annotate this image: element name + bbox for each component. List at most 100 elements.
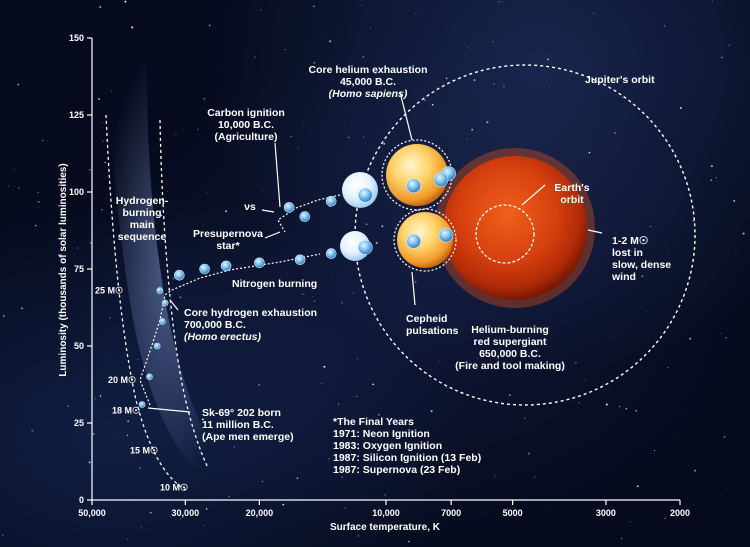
annotation-line: lost in — [612, 247, 643, 259]
background-star — [547, 58, 549, 61]
background-star — [660, 332, 662, 333]
background-star — [336, 472, 338, 474]
background-star — [575, 362, 577, 364]
background-star — [47, 194, 49, 195]
background-star — [208, 24, 211, 27]
background-star — [733, 200, 736, 202]
background-star — [247, 14, 249, 16]
background-star — [610, 335, 612, 337]
background-star — [445, 77, 448, 80]
background-star — [296, 477, 299, 480]
data-points — [138, 166, 456, 408]
background-star — [175, 134, 177, 136]
background-star — [201, 418, 204, 421]
evolution-track-dotted — [139, 253, 321, 406]
background-star — [260, 9, 262, 11]
annotation-line: (Ape men emerge) — [202, 431, 294, 443]
annotation-jupiter: Jupiter's orbit — [585, 74, 655, 86]
background-star — [430, 410, 433, 413]
background-star — [528, 7, 529, 9]
background-star — [467, 46, 469, 48]
background-star — [169, 516, 172, 518]
background-star — [636, 485, 639, 488]
background-star — [178, 482, 180, 485]
background-star — [2, 315, 5, 317]
background-star — [352, 292, 355, 294]
background-star — [635, 410, 638, 412]
background-star — [0, 265, 1, 268]
background-star — [99, 6, 102, 8]
annotation-line: 11 million B.C. — [202, 419, 274, 431]
background-star — [342, 528, 345, 530]
background-star — [625, 407, 628, 410]
x-tick-label: 5000 — [503, 508, 523, 518]
background-star — [92, 432, 95, 435]
background-star — [347, 136, 350, 139]
data-point — [254, 257, 265, 269]
background-star — [593, 12, 595, 15]
background-star — [357, 534, 360, 537]
x-tick-label: 30,000 — [172, 508, 200, 518]
background-star — [725, 488, 727, 490]
background-star — [742, 232, 745, 235]
background-star — [169, 308, 171, 311]
background-star — [9, 133, 11, 135]
background-star — [313, 5, 315, 8]
background-star — [245, 278, 247, 280]
mass-marker-label: 15 M☉ — [130, 446, 158, 456]
background-star — [620, 537, 623, 540]
background-star — [179, 296, 182, 299]
background-star — [729, 155, 730, 157]
background-star — [254, 56, 256, 59]
background-star — [431, 103, 434, 106]
background-star — [67, 405, 70, 408]
annotation-line: 45,000 B.C. — [340, 76, 396, 88]
background-star — [312, 295, 314, 297]
background-star — [313, 300, 316, 302]
main-sequence-boundary-right — [159, 119, 209, 469]
yellow-star-lower — [397, 212, 453, 268]
background-star — [53, 120, 54, 122]
background-star — [263, 191, 265, 192]
annotation-line: 10,000 B.C. — [218, 119, 274, 131]
background-star — [179, 518, 181, 520]
background-star — [464, 54, 465, 55]
background-star — [734, 2, 735, 4]
data-point — [325, 195, 337, 207]
background-star — [127, 420, 130, 423]
data-point — [153, 342, 161, 350]
annotation-line: Sk-69° 202 born — [202, 407, 281, 419]
background-star — [322, 36, 323, 38]
background-star — [712, 413, 713, 414]
background-star — [21, 307, 23, 310]
background-star — [395, 230, 397, 231]
background-star — [37, 191, 39, 193]
background-star — [390, 122, 392, 123]
mass-marker-label: 10 M☉ — [160, 483, 188, 493]
background-star — [14, 185, 16, 187]
background-star — [7, 185, 10, 187]
background-star — [492, 477, 494, 479]
background-star — [41, 139, 44, 142]
annotation-line: star* — [216, 240, 240, 252]
background-star — [206, 319, 208, 321]
background-star — [365, 223, 368, 225]
leader-lines — [147, 91, 603, 413]
background-star — [383, 142, 386, 145]
background-star — [588, 151, 591, 154]
background-star — [728, 44, 731, 47]
background-star — [372, 383, 375, 386]
background-star — [124, 0, 127, 3]
background-star — [88, 103, 90, 105]
background-star — [395, 515, 397, 517]
background-star — [282, 503, 285, 506]
background-star — [102, 140, 104, 143]
background-star — [710, 165, 713, 168]
yellow-star-upper — [386, 144, 448, 206]
background-star — [258, 384, 260, 386]
